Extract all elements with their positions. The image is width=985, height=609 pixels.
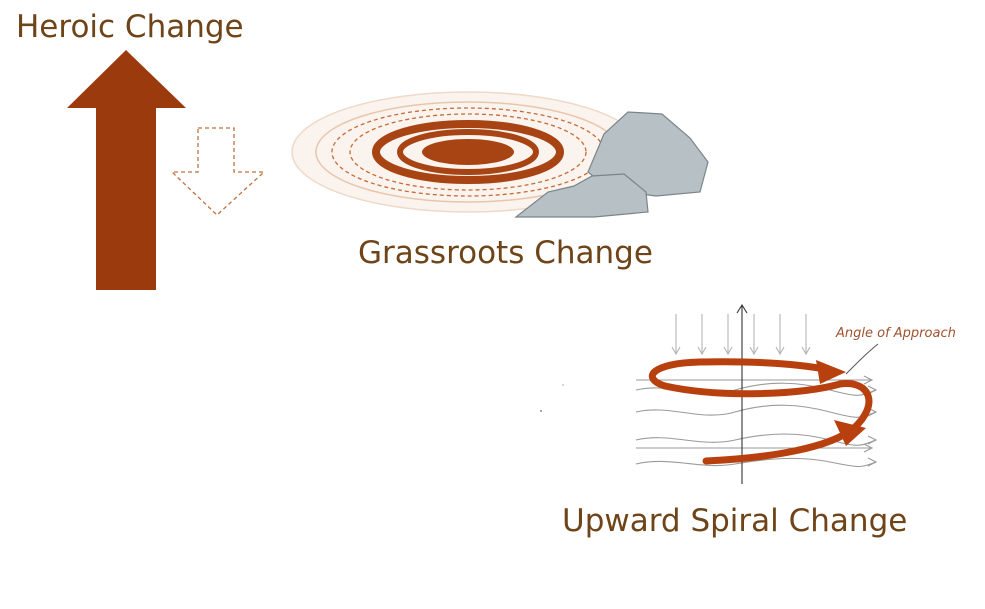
stray-dot [562,384,564,386]
wave-line-4 [635,433,878,446]
rock-small [514,173,649,218]
wave-line-3 [635,404,878,418]
down-arrow-6 [801,314,811,356]
upward-spiral-change-label: Upward Spiral Change [562,503,908,539]
up-arrow [67,50,186,290]
down-arrow-2 [697,314,707,356]
spiral-change-group [540,303,879,484]
grassroots-change-label: Grassroots Change [358,235,653,271]
spiral-arrow [648,358,873,465]
wave-line-5 [636,443,874,453]
stray-dot [540,410,542,412]
ripple-dashed-inner [349,113,587,191]
down-arrow-4 [749,314,759,356]
down-arrow-5 [775,314,785,356]
down-arrows [671,314,811,356]
down-arrow-dashed [170,127,266,216]
ripple-ring-inner [397,129,539,175]
grassroots-change-group [291,91,709,218]
heroic-change-group [67,50,266,290]
angle-of-approach-label: Angle of Approach [836,326,956,341]
wave-line-1 [636,375,874,385]
wave-lines [635,375,878,468]
ripple-center [422,139,514,165]
ripple-ring-outer [372,120,564,184]
wave-line-6 [635,457,878,468]
spiral-path [648,358,873,465]
angle-leader-line [845,343,879,375]
heroic-change-label: Heroic Change [16,9,244,45]
spiral-arrowhead-top [816,360,846,384]
down-arrow-3 [723,314,733,356]
down-arrow-1 [671,314,681,356]
spiral-arrowhead-bottom [834,420,866,446]
